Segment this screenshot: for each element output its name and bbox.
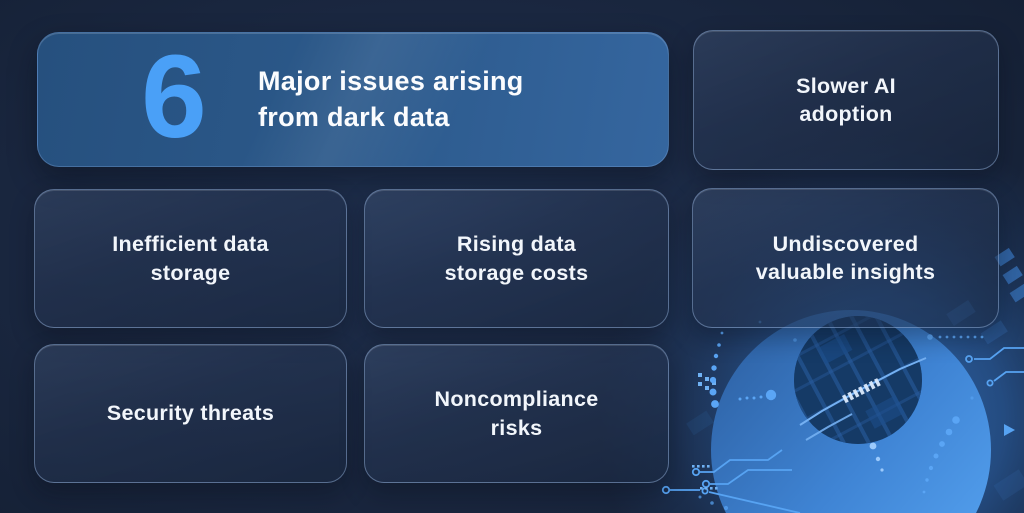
dotted-arcs: [698, 320, 984, 511]
issue-card-undiscovered-valuable-insights: Undiscovered valuable insights: [692, 188, 999, 328]
pixel-squares: [692, 373, 718, 490]
issue-label: Slower AI adoption: [796, 73, 896, 126]
chip-dashes: [842, 378, 881, 404]
ring: [711, 310, 991, 513]
header-card: 6 Major issues arising from dark data: [37, 32, 669, 167]
issue-card-inefficient-data-storage: Inefficient data storage: [34, 189, 347, 328]
page-title: Major issues arising from dark data: [258, 65, 524, 132]
issue-card-slower-ai-adoption: Slower AI adoption: [693, 30, 999, 170]
arrow-triangle: [1004, 424, 1015, 436]
ring-hole: [794, 316, 922, 444]
issue-card-rising-data-storage-costs: Rising data storage costs: [364, 189, 669, 328]
issue-label: Noncompliance risks: [434, 387, 599, 440]
issue-card-security-threats: Security threats: [34, 344, 347, 483]
hole-trace: [799, 357, 927, 441]
issue-label: Undiscovered valuable insights: [755, 231, 936, 284]
issue-label: Inefficient data storage: [112, 232, 269, 285]
issue-card-noncompliance-risks: Noncompliance risks: [364, 344, 669, 483]
issue-label: Security threats: [106, 401, 275, 426]
circuit-traces: [661, 347, 1024, 513]
issue-label: Rising data storage costs: [444, 232, 589, 285]
issue-count: 6: [141, 32, 207, 163]
